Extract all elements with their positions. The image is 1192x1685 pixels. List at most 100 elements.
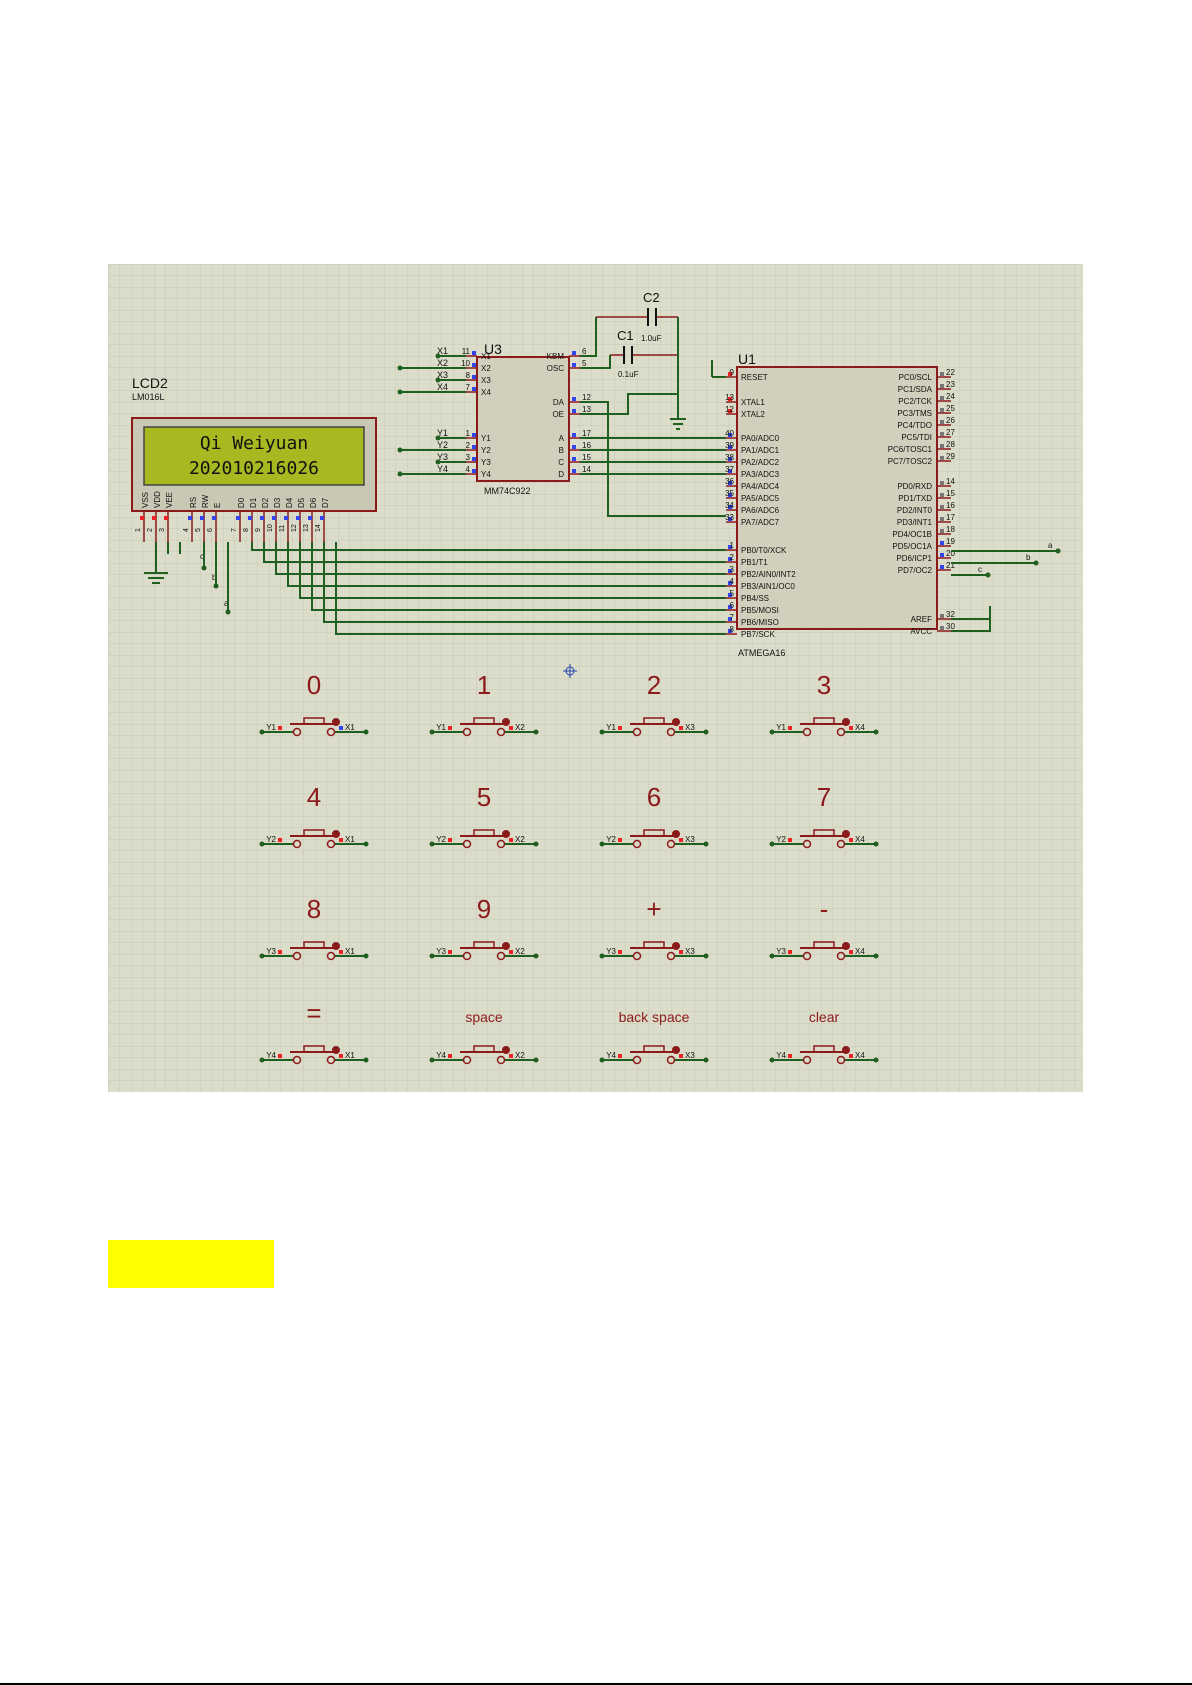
lcd-module[interactable]: LCD2 LM016L Qi Weiyuan 202010216026 VSS1…: [131, 375, 377, 615]
lcd-pin-d0[interactable]: D07: [231, 497, 246, 542]
net-junction: [703, 841, 709, 847]
capacitor-c1[interactable]: C1 0.1uF: [610, 328, 678, 379]
u1-pin-number: 13: [725, 393, 734, 402]
keypad-encoder-u3[interactable]: U3 MM74C922 11X1X110X2X28X3X37X4X41Y1Y12…: [397, 341, 592, 496]
pin-state-marker: [152, 516, 156, 520]
u3-pin-a[interactable]: 17A: [559, 429, 592, 443]
u3-pin-c[interactable]: 15C: [558, 453, 591, 467]
u3-pin-b[interactable]: 16B: [559, 441, 592, 455]
switch-indicator: [502, 718, 510, 726]
capacitor-c2[interactable]: C2 1.0uF: [596, 290, 678, 343]
lcd-pin-e[interactable]: E6: [207, 503, 222, 542]
microcontroller-u1[interactable]: U1 ATMEGA16 9RESET13XTAL112XTAL240PA0/AD…: [725, 351, 1061, 658]
key-col-net-label: X2: [515, 1051, 525, 1060]
lcd-pin-number: 12: [291, 524, 298, 532]
lcd-pin-rw[interactable]: RW5: [195, 494, 210, 542]
lcd-pin-name: E: [213, 503, 222, 508]
keypad-key-label: +: [646, 894, 661, 924]
lcd-pin-name: RW: [201, 494, 210, 508]
keypad-key-label: 3: [817, 670, 831, 700]
u3-pin-d[interactable]: 14D: [558, 465, 591, 479]
pin-state-marker: [788, 950, 792, 954]
lcd-pin-d2[interactable]: D29: [255, 497, 270, 542]
net-junction: [599, 841, 605, 847]
pin-state-marker: [679, 838, 683, 842]
key-col-net-label: X1: [345, 1051, 355, 1060]
lcd-pin-d1[interactable]: D18: [243, 497, 258, 542]
pin-state-marker: [728, 481, 732, 485]
lcd-pin-number: 4: [183, 528, 190, 532]
key-col-net-label: X4: [855, 1051, 865, 1060]
lcd-pin-rs[interactable]: RS4: [183, 497, 198, 542]
